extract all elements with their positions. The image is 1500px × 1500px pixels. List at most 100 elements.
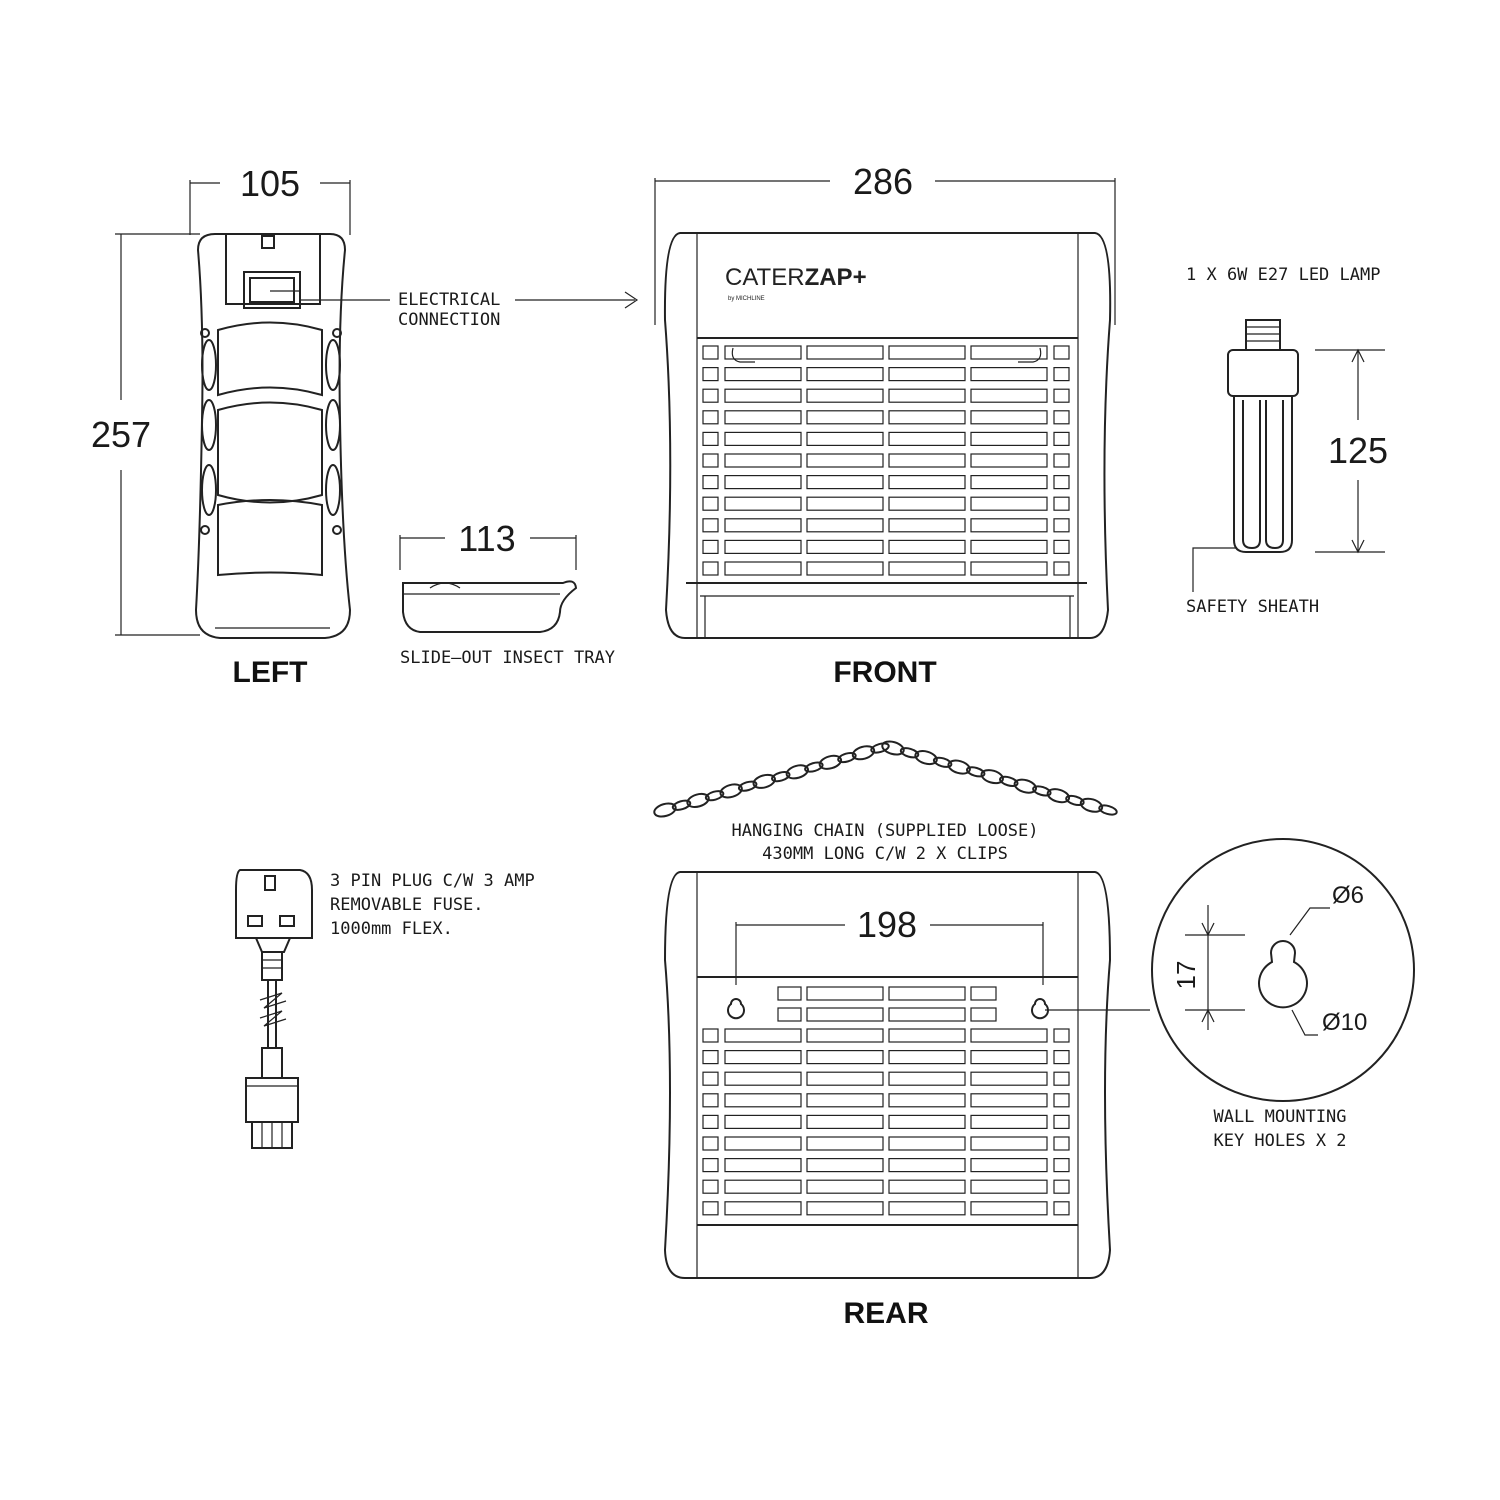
- grille-slot: [724, 1071, 802, 1086]
- grille-slot: [806, 388, 884, 403]
- brand-logo: CATERZAP+: [725, 264, 867, 291]
- grille-slot: [970, 1114, 1048, 1130]
- grille-slot: [702, 431, 719, 446]
- grille-slot: [777, 986, 802, 1001]
- chain-link: [980, 769, 1004, 785]
- grille-slot: [806, 1049, 884, 1065]
- chain-link: [965, 766, 986, 778]
- grille-slot: [1053, 1071, 1070, 1086]
- chain-link: [737, 780, 758, 792]
- grille-slot: [888, 518, 966, 533]
- grille-slot: [1053, 1179, 1070, 1194]
- grille-slot: [702, 539, 719, 555]
- grille-slot: [970, 518, 1048, 533]
- grille-slot: [724, 561, 802, 576]
- grille-slot: [1053, 518, 1070, 533]
- grille-slot: [888, 388, 966, 403]
- plug-label-3: 1000mm FLEX.: [330, 919, 453, 939]
- grille-slot: [806, 410, 884, 425]
- grille-slot: [1053, 1136, 1070, 1151]
- grille-slot: [724, 388, 802, 403]
- grille-slot: [888, 453, 966, 468]
- grille-slot: [806, 1071, 884, 1086]
- grille-slot: [702, 388, 719, 403]
- left-view: 105 257 LEFT: [91, 163, 352, 689]
- grille-slot: [702, 453, 719, 468]
- front-view: CATERZAP+ by MICHLINE 286 FRONT: [654, 161, 1116, 689]
- grille-slot: [970, 1028, 1048, 1043]
- grille-slot: [888, 539, 966, 555]
- grille-slot: [806, 518, 884, 533]
- grille-slot: [970, 539, 1048, 555]
- grille-slot: [806, 496, 884, 511]
- grille-slot: [702, 345, 719, 360]
- safety-sheath-label: SAFETY SHEATH: [1186, 597, 1319, 617]
- grille-slot: [888, 496, 966, 511]
- chain-link: [932, 756, 953, 768]
- grille-slot: [1053, 410, 1070, 425]
- grille-slot: [724, 1157, 802, 1173]
- rear-grille: [702, 986, 1070, 1216]
- left-height-dimension: 257: [91, 414, 151, 455]
- grille-slot: [888, 1049, 966, 1065]
- grille-slot: [970, 1071, 1048, 1086]
- rear-view-title: REAR: [843, 1297, 928, 1330]
- grille-slot: [806, 1114, 884, 1130]
- grille-slot: [806, 1093, 884, 1108]
- electrical-connection-label-2: CONNECTION: [398, 310, 500, 330]
- chain-link: [653, 802, 677, 818]
- grille-slot: [970, 388, 1048, 403]
- chain-link: [870, 742, 890, 754]
- grille-slot: [1053, 496, 1070, 511]
- front-width-dimension: 286: [853, 161, 913, 202]
- keyhole-small-diameter: Ø6: [1332, 882, 1364, 909]
- grille-slot: [970, 345, 1048, 360]
- chain-link: [719, 783, 743, 799]
- front-grille: [702, 345, 1070, 576]
- lamp-label: 1 X 6W E27 LED LAMP: [1186, 265, 1380, 285]
- grille-slot: [702, 1179, 719, 1194]
- grille-slot: [1053, 561, 1070, 576]
- chain-link: [881, 740, 905, 756]
- grille-slot: [724, 1114, 802, 1130]
- grille-slot: [702, 367, 719, 382]
- grille-slot: [702, 1093, 719, 1108]
- chain-link: [704, 790, 725, 802]
- grille-slot: [806, 539, 884, 555]
- tray-width-dimension: 113: [458, 518, 515, 559]
- grille-slot: [1053, 1093, 1070, 1108]
- grille-slot: [888, 345, 966, 360]
- electrical-connection-callout: ELECTRICAL CONNECTION: [270, 290, 639, 330]
- hole-spacing-dimension: 198: [857, 904, 917, 945]
- tray-label: SLIDE–OUT INSECT TRAY: [400, 648, 615, 668]
- wall-mounting-label-2: KEY HOLES X 2: [1213, 1131, 1346, 1151]
- grille-slot: [702, 1049, 719, 1065]
- grille-slot: [724, 539, 802, 555]
- grille-slot: [1053, 475, 1070, 490]
- chain-link: [1079, 797, 1104, 813]
- front-view-title: FRONT: [833, 656, 936, 689]
- grille-slot: [806, 431, 884, 446]
- grille-slot: [702, 410, 719, 425]
- grille-slot: [888, 1093, 966, 1108]
- grille-slot: [702, 561, 719, 576]
- grille-slot: [970, 367, 1048, 382]
- grille-slot: [806, 1201, 884, 1216]
- brand-sub: by MICHLINE: [728, 296, 765, 302]
- wall-mounting-label-1: WALL MOUNTING: [1213, 1107, 1346, 1127]
- grille-slot: [724, 453, 802, 468]
- grille-slot: [1053, 1049, 1070, 1065]
- grille-slot: [970, 410, 1048, 425]
- chain-link: [671, 799, 692, 811]
- grille-slot: [806, 561, 884, 576]
- grille-slot: [888, 1157, 966, 1173]
- grille-slot: [806, 453, 884, 468]
- grille-slot: [806, 1136, 884, 1151]
- grille-slot: [888, 1071, 966, 1086]
- chain-link: [837, 751, 857, 764]
- grille-slot: [806, 1179, 884, 1194]
- grille-slot: [1053, 453, 1070, 468]
- grille-slot: [888, 367, 966, 382]
- chain-link: [1098, 804, 1118, 816]
